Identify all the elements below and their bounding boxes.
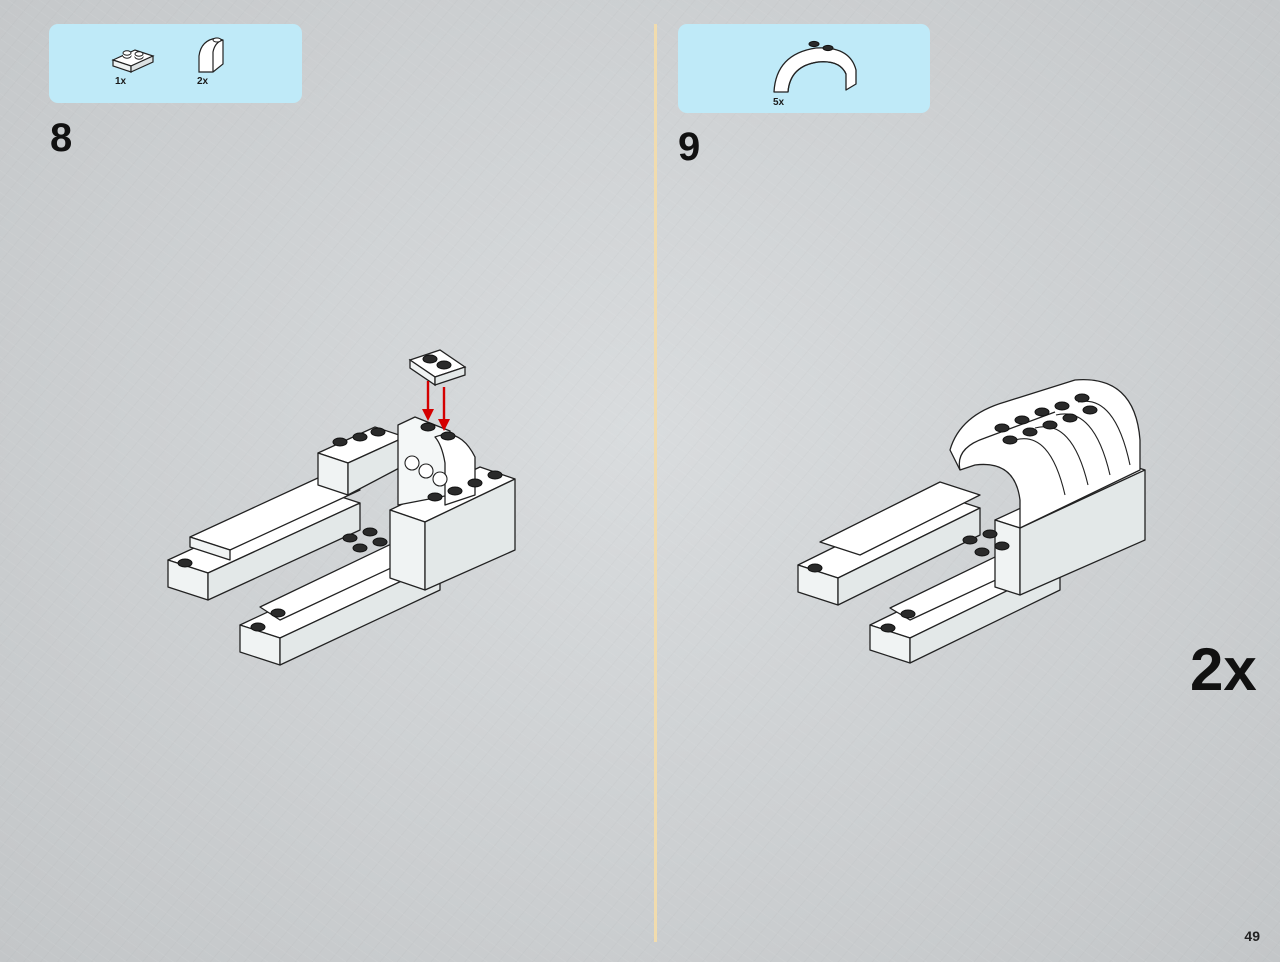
page-number: 49 [1244,928,1260,944]
step-9-model-illustration [797,379,1146,664]
part-qty: 5x [773,97,785,108]
part-qty: 1x [115,76,127,87]
part-qty: 2x [197,76,209,87]
arch-brick-icon [773,40,857,93]
step-8-model-illustration [167,349,516,666]
step-8-parts-list: 1x 2x [49,24,302,103]
step-number: 9 [678,125,701,169]
step-multiplier: 2x [1190,636,1257,703]
curved-slope-brick-icon [198,37,224,73]
step-9-parts-list: 5x [678,24,930,113]
page-divider [654,24,657,942]
step-number: 8 [50,116,73,160]
plate-1x2-icon [111,49,155,73]
